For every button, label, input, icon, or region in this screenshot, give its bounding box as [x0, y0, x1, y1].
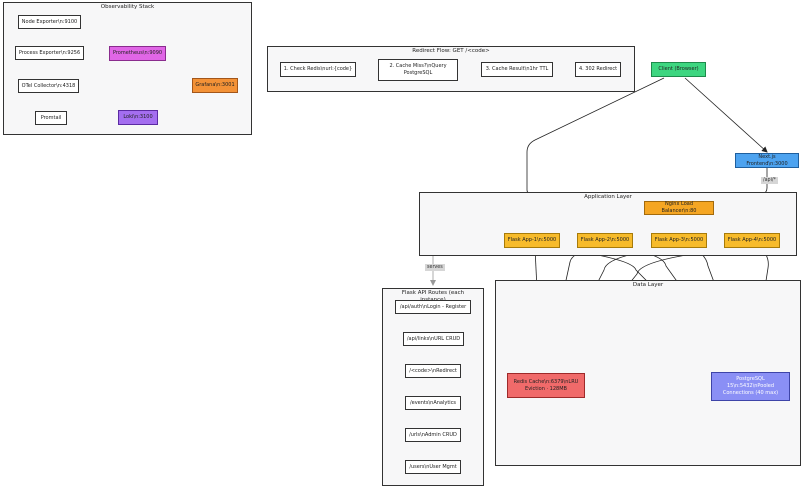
- client-browser-node[interactable]: Client (Browser): [651, 62, 706, 77]
- redis-cache-node[interactable]: Redis Cache\n:6379\nLRU Eviction · 128MB: [507, 373, 585, 398]
- route-api-links-node[interactable]: /api/links\nURL CRUD: [403, 332, 464, 346]
- process-exporter-node[interactable]: Process Exporter\n:9256: [15, 46, 84, 60]
- nginx-load-balancer-node[interactable]: Nginx Load Balancer\n:80: [644, 201, 714, 215]
- edge-client-nginx: [526, 77, 665, 204]
- observability-stack-title: Observability Stack: [100, 4, 155, 10]
- application-layer-title: Application Layer: [584, 194, 632, 200]
- api-edge-label: /api/*: [761, 177, 778, 185]
- route-urls-node[interactable]: /urls\nAdmin CRUD: [405, 428, 461, 442]
- redirect-step1-node[interactable]: 1. Check Redis\nurl:{code}: [280, 62, 356, 77]
- edge-client-nextjs: [684, 77, 768, 153]
- route-events-node[interactable]: /events\nAnalytics: [405, 396, 461, 410]
- loki-node[interactable]: Loki\n:3100: [118, 110, 158, 125]
- flask-app-4-node[interactable]: Flask App-4\n:5000: [724, 233, 780, 248]
- redirect-flow-title: Redirect Flow: GET /<code>: [412, 48, 490, 54]
- redirect-step4-node[interactable]: 4. 302 Redirect: [575, 62, 621, 77]
- flask-api-routes-title: Flask API Routes (each instance): [401, 290, 465, 303]
- grafana-node[interactable]: Grafana\n:3001: [192, 78, 238, 93]
- serves-edge-label: serves: [425, 264, 445, 272]
- flask-app-1-node[interactable]: Flask App-1\n:5000: [504, 233, 560, 248]
- promtail-node[interactable]: Promtail: [35, 111, 67, 125]
- prometheus-node[interactable]: Prometheus\n:9090: [109, 46, 166, 61]
- flask-api-routes-cluster: Flask API Routes (each instance): [382, 288, 484, 486]
- route-users-node[interactable]: /users\nUser Mgmt: [405, 460, 461, 474]
- redirect-step3-node[interactable]: 3. Cache Result\n1hr TTL: [481, 62, 553, 77]
- flask-app-3-node[interactable]: Flask App-3\n:5000: [651, 233, 707, 248]
- nextjs-frontend-node[interactable]: Next.js Frontend\n:3000: [735, 153, 799, 168]
- route-code-redirect-node[interactable]: /<code>\nRedirect: [405, 364, 461, 378]
- node-exporter-node[interactable]: Node Exporter\n:9100: [18, 15, 81, 29]
- postgresql-node[interactable]: PostgreSQL 15\n:5432\nPooled Connections…: [711, 372, 790, 401]
- flask-app-2-node[interactable]: Flask App-2\n:5000: [577, 233, 633, 248]
- redirect-step2-node[interactable]: 2. Cache Miss?\nQuery PostgreSQL: [378, 59, 458, 81]
- route-api-auth-node[interactable]: /api/auth\nLogin - Register: [395, 300, 471, 314]
- otel-collector-node[interactable]: OTel Collector\n:4318: [18, 79, 79, 93]
- data-layer-title: Data Layer: [632, 282, 664, 288]
